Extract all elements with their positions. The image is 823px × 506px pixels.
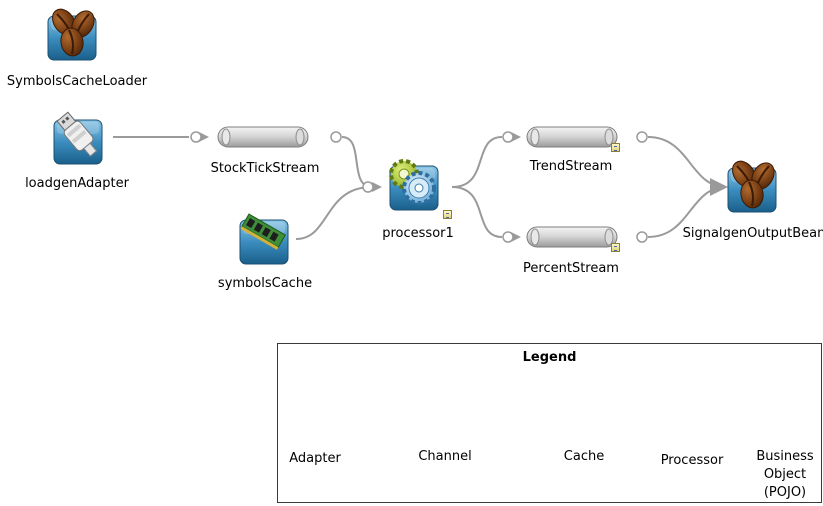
percent-channel-pipe[interactable] xyxy=(526,226,618,248)
edges xyxy=(113,136,728,240)
symbols-cache-loader-icon[interactable] xyxy=(48,5,99,60)
processor1-gears-icon[interactable] xyxy=(390,161,438,210)
signalgen-output-bean-label: SignalgenOutputBean xyxy=(682,226,823,241)
edge-stocktick-to-processor xyxy=(341,136,373,188)
port-percent-out xyxy=(636,231,648,243)
port-trend-in xyxy=(502,131,514,143)
legend-cache-label: Cache xyxy=(563,449,605,464)
legend-business-object-line3: (POJO) xyxy=(763,485,807,500)
arrowhead-processor-in xyxy=(372,182,382,192)
processor1-label: processor1 xyxy=(382,226,454,241)
legend-business-object-line2: Object xyxy=(763,467,807,482)
trend-stream-label: TrendStream xyxy=(529,159,613,174)
port-stocktick-in xyxy=(190,131,202,143)
legend-adapter-label: Adapter xyxy=(289,451,341,466)
legend-box: Legend xyxy=(277,343,822,503)
edge-arrowheads xyxy=(199,132,521,242)
edge-ports xyxy=(190,131,648,243)
trend-channel-badge-icon xyxy=(611,143,620,152)
legend-channel-label: Channel xyxy=(418,449,472,464)
legend-processor-label: Processor xyxy=(660,453,724,468)
legend-business-object-line1: Business xyxy=(756,449,814,464)
port-stocktick-out xyxy=(330,131,342,143)
signalgen-output-bean-icon[interactable] xyxy=(728,157,779,212)
port-percent-in xyxy=(502,231,514,243)
arrowhead-percent-in xyxy=(511,232,521,242)
processor1-badge-icon xyxy=(443,210,452,219)
edge-symbolscache-to-processor xyxy=(295,186,373,240)
port-trend-out xyxy=(636,131,648,143)
percent-stream-label: PercentStream xyxy=(523,261,619,276)
stock-tick-stream-label: StockTickStream xyxy=(210,161,320,176)
port-processor-in xyxy=(362,181,374,193)
loadgen-adapter-label: loadgenAdapter xyxy=(25,176,129,191)
symbols-cache-icon[interactable] xyxy=(240,214,288,264)
edge-processor-to-trend xyxy=(451,136,503,188)
symbols-cache-loader-label: SymbolsCacheLoader xyxy=(6,74,148,89)
percent-channel-badge-icon xyxy=(611,243,620,252)
arrowhead-stocktick-in xyxy=(199,132,209,142)
trend-channel-pipe[interactable] xyxy=(526,126,618,148)
edge-processor-to-percent xyxy=(451,186,503,238)
loadgen-adapter-icon[interactable] xyxy=(54,110,102,164)
legend-title: Legend xyxy=(522,350,577,365)
legend-business-object-label: Business Object (POJO) xyxy=(756,448,813,502)
symbols-cache-label: symbolsCache xyxy=(217,276,313,291)
arrowhead-trend-in xyxy=(511,132,521,142)
edge-percent-to-signalgen xyxy=(647,178,728,238)
stocktick-channel-pipe[interactable] xyxy=(217,126,309,148)
edge-trend-to-signalgen xyxy=(647,136,728,196)
